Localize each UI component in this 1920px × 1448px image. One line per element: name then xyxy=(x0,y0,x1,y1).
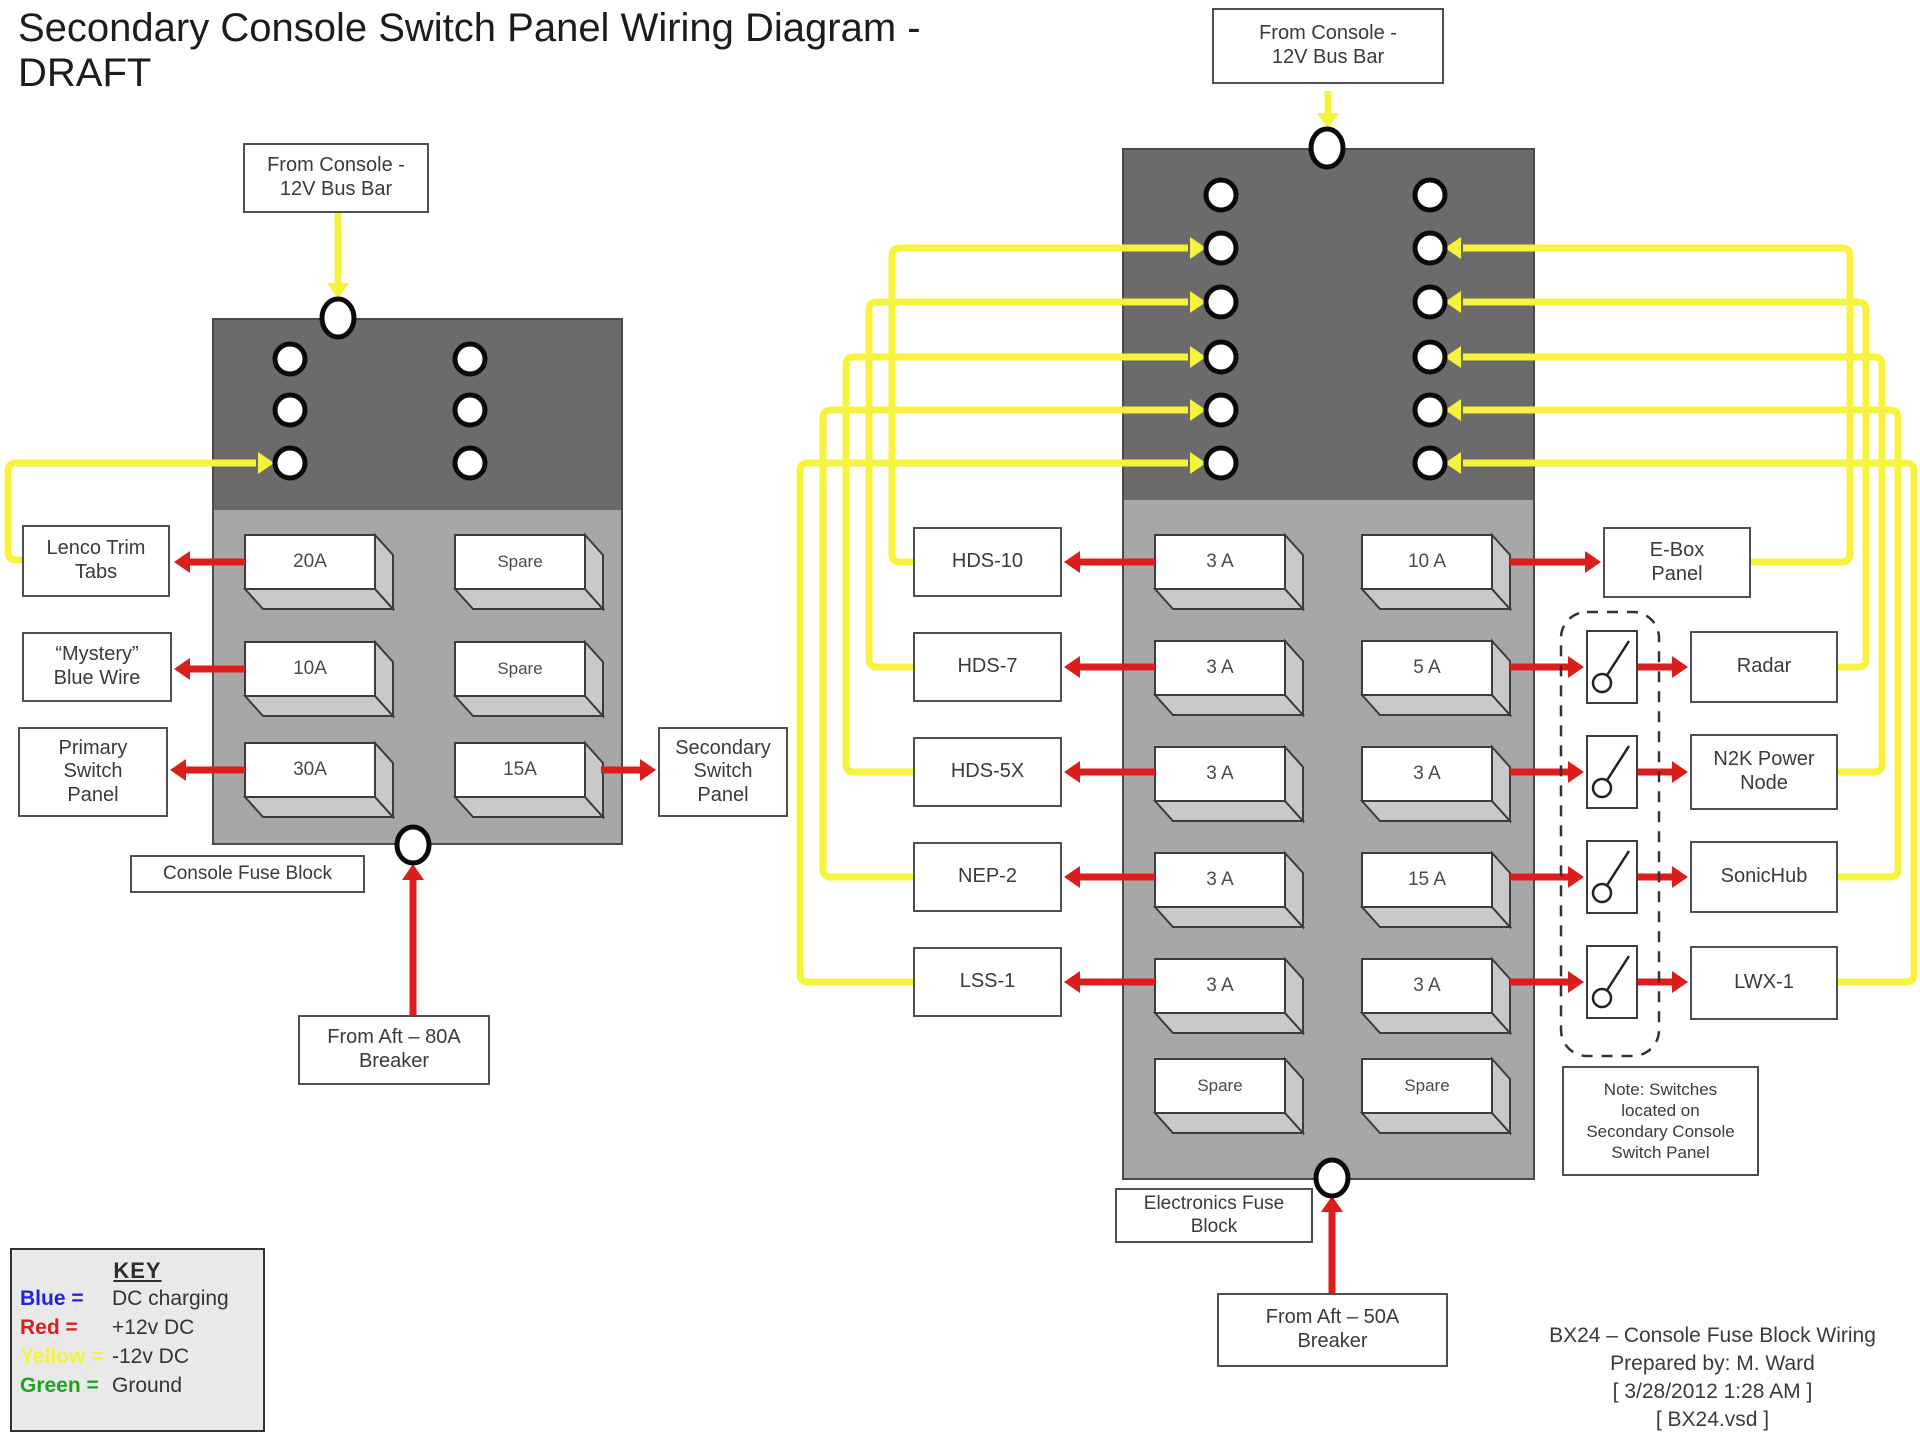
legend-row-green: Green = Ground xyxy=(12,1374,263,1400)
fuse-label: 3 A xyxy=(1206,869,1234,890)
load-box-ebox-panel: E-Box Panel xyxy=(1603,527,1751,598)
legend-row-red: Red = +12v DC xyxy=(12,1316,263,1342)
legend-row-yellow: Yellow = -12v DC xyxy=(12,1345,263,1371)
toggle-switch-icon-sonichub xyxy=(1586,840,1638,914)
legend-row-blue: Blue = DC charging xyxy=(12,1287,263,1313)
electronics-fuses xyxy=(1154,534,1511,1134)
footer-line-filename: [ BX24.vsd ] xyxy=(1655,1408,1770,1431)
fuse-label: 10A xyxy=(293,658,327,679)
fuse-label: Spare xyxy=(497,659,543,678)
fuse-label: Spare xyxy=(1404,1076,1450,1095)
toggle-switch-icon-radar xyxy=(1586,630,1638,704)
return-wire-lwx1 xyxy=(1445,452,1918,986)
electronics-block-label: Electronics Fuse Block xyxy=(1115,1188,1313,1243)
return-wire-hds10 xyxy=(888,237,1206,566)
legend-swatch-yellow: Yellow = xyxy=(20,1345,104,1368)
return-wire-hds7 xyxy=(865,291,1206,671)
load-box-lwx1: LWX-1 xyxy=(1690,946,1838,1020)
page-title: Secondary Console Switch Panel Wiring Di… xyxy=(18,6,921,95)
fuse-label: 3 A xyxy=(1413,975,1441,996)
load-box-hds10: HDS-10 xyxy=(913,527,1062,597)
console-block-label: Console Fuse Block xyxy=(130,855,365,893)
electronics-terminals xyxy=(1203,126,1448,1199)
switch-group-outline xyxy=(1559,610,1661,1058)
switch-note-box: Note: Switches located on Secondary Cons… xyxy=(1562,1066,1759,1176)
fuse-label: 10 A xyxy=(1407,551,1447,572)
fuse-label: Spare xyxy=(497,552,543,571)
legend-swatch-green: Green = xyxy=(20,1374,99,1397)
footer-credits: BX24 – Console Fuse Block Wiring Prepare… xyxy=(1505,1322,1920,1434)
fuse-label: 20A xyxy=(293,551,327,572)
fuse-label: 15A xyxy=(503,759,537,780)
fuse-label: 3 A xyxy=(1413,763,1441,784)
load-box-hds7: HDS-7 xyxy=(913,632,1062,702)
legend-swatch-red: Red = xyxy=(20,1316,78,1339)
fuse-label: 3 A xyxy=(1206,975,1234,996)
load-box-secondary-switch-panel: Secondary Switch Panel xyxy=(658,727,788,817)
return-wire-nep2 xyxy=(819,399,1206,881)
footer-line-timestamp: [ 3/28/2012 1:28 AM ] xyxy=(1612,1380,1813,1403)
footer-line-author: Prepared by: M. Ward xyxy=(1610,1352,1815,1375)
load-box-lenco-trim-tabs: Lenco Trim Tabs xyxy=(22,525,170,597)
legend-desc: -12v DC xyxy=(112,1345,190,1368)
return-wire-ebox xyxy=(1445,237,1854,566)
supply-arrows-electronics xyxy=(1064,551,1688,1293)
fuse-label: 3 A xyxy=(1206,551,1234,572)
electronics-source-box: From Console - 12V Bus Bar xyxy=(1212,8,1444,84)
load-box-radar: Radar xyxy=(1690,631,1838,703)
electronics-terminal-section xyxy=(1124,150,1533,500)
fuse-label: Spare xyxy=(1197,1076,1243,1095)
console-breaker-box: From Aft – 80A Breaker xyxy=(298,1015,490,1085)
return-wire-lss1 xyxy=(796,452,1206,986)
legend-desc: +12v DC xyxy=(112,1316,195,1339)
fuse-label: 15 A xyxy=(1407,869,1447,890)
load-box-primary-switch-panel: Primary Switch Panel xyxy=(18,727,168,817)
return-wire-lenco xyxy=(4,452,274,564)
legend-desc: Ground xyxy=(112,1374,183,1397)
fuse-label: 30A xyxy=(293,759,327,780)
console-terminals xyxy=(272,296,488,866)
legend-desc: DC charging xyxy=(112,1287,229,1310)
supply-arrows-console xyxy=(170,551,656,1015)
load-box-nep2: NEP-2 xyxy=(913,842,1062,912)
return-wire-hds5x xyxy=(842,346,1206,776)
return-wire-sonichub xyxy=(1445,399,1902,881)
return-wire-radar xyxy=(1445,291,1870,671)
load-box-mystery-blue-wire: “Mystery” Blue Wire xyxy=(22,632,172,702)
load-box-lss1: LSS-1 xyxy=(913,947,1062,1017)
toggle-switch-icon-lwx1 xyxy=(1586,945,1638,1019)
electronics-breaker-box: From Aft – 50A Breaker xyxy=(1217,1293,1448,1367)
legend-key-box: KEY Blue = DC charging Red = +12v DC Yel… xyxy=(10,1248,265,1432)
bus-feed-wire-electronics xyxy=(1317,91,1339,129)
toggle-switch-icon-n2k xyxy=(1586,735,1638,809)
return-wire-n2k xyxy=(1445,346,1886,776)
legend-title: KEY xyxy=(113,1258,162,1283)
legend-swatch-blue: Blue = xyxy=(20,1287,84,1310)
fuse-label: 5 A xyxy=(1413,657,1441,678)
load-box-sonichub: SonicHub xyxy=(1690,841,1838,913)
load-box-n2k-power-node: N2K Power Node xyxy=(1690,734,1838,810)
bus-feed-wire-console xyxy=(327,213,349,299)
load-box-hds5x: HDS-5X xyxy=(913,737,1062,807)
console-source-box: From Console - 12V Bus Bar xyxy=(243,143,429,213)
fuse-label: 3 A xyxy=(1206,763,1234,784)
footer-line-title: BX24 – Console Fuse Block Wiring xyxy=(1549,1324,1876,1347)
fuse-label: 3 A xyxy=(1206,657,1234,678)
